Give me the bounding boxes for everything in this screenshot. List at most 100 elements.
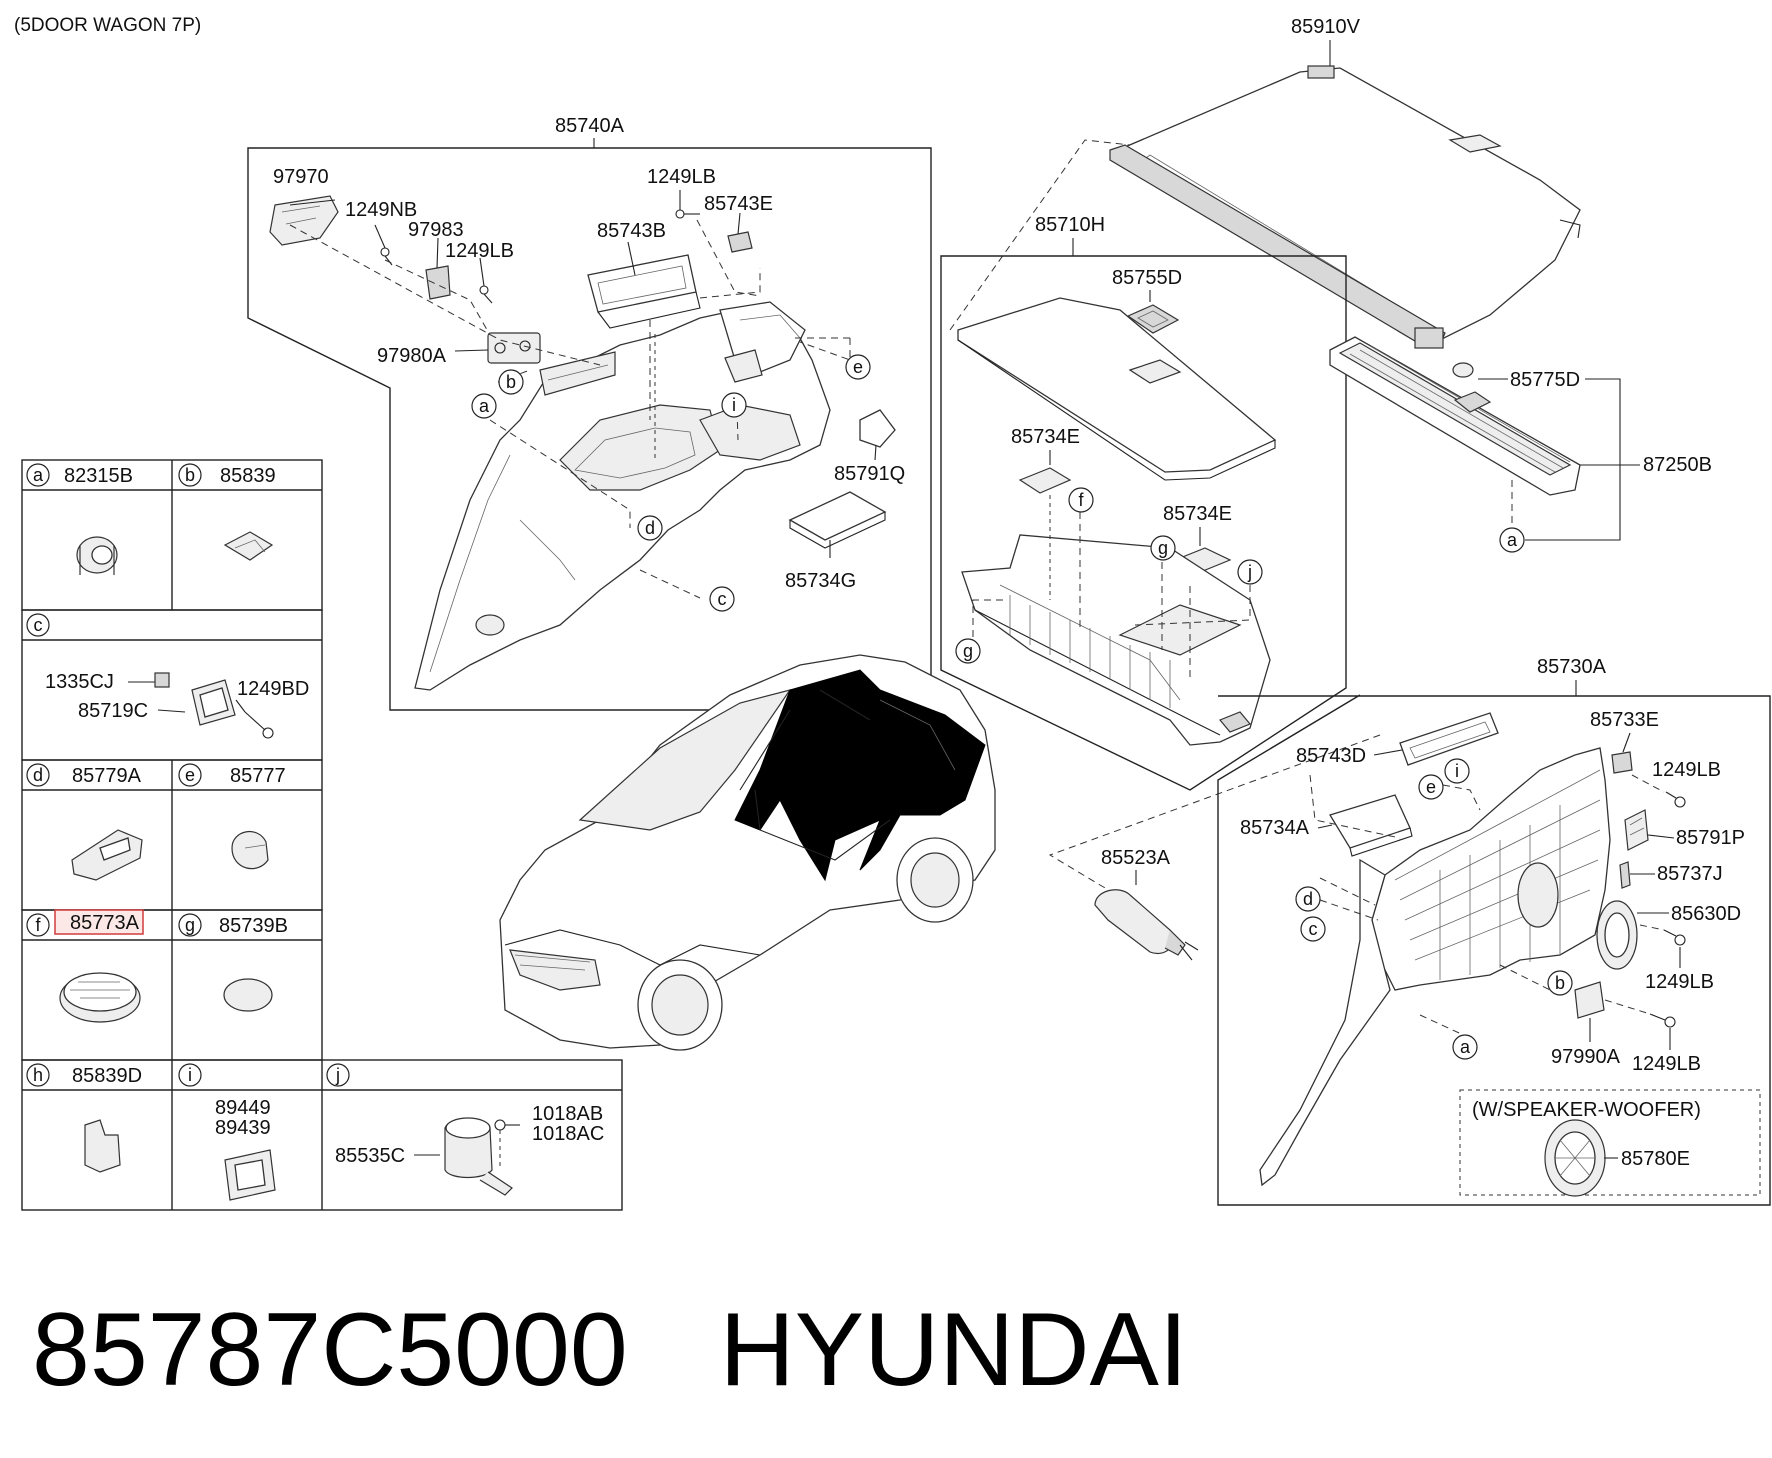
luggage-tray-group: 85710H 85755D 85734E 85734E f g g j bbox=[940, 214, 1347, 791]
part-85791Q[interactable] bbox=[859, 409, 896, 448]
label-85791P: 85791P bbox=[1676, 827, 1745, 849]
legend-code-85739B: 85739B bbox=[219, 915, 288, 937]
legend-code-85777: 85777 bbox=[230, 765, 286, 787]
label-85755D: 85755D bbox=[1112, 267, 1182, 289]
legend-cell-e[interactable]: e 85777 bbox=[178, 763, 286, 870]
svg-text:i: i bbox=[1455, 761, 1459, 781]
svg-text:g: g bbox=[963, 641, 973, 661]
label-85780E: 85780E bbox=[1621, 1148, 1690, 1170]
label-85734G: 85734G bbox=[785, 570, 856, 592]
part-85734E-a[interactable] bbox=[1018, 467, 1072, 494]
label-woofer-option: (W/SPEAKER-WOOFER) bbox=[1472, 1099, 1701, 1121]
legend-cell-i[interactable]: i 89449 89439 bbox=[178, 1063, 276, 1201]
svg-text:j: j bbox=[1247, 562, 1252, 582]
label-97983: 97983 bbox=[408, 219, 464, 241]
group-title-85740A: 85740A bbox=[555, 115, 625, 137]
legend-cell-d[interactable]: d 85779A bbox=[26, 763, 143, 881]
svg-text:d: d bbox=[33, 765, 43, 785]
part-85780E[interactable] bbox=[1544, 1119, 1606, 1197]
legend-cell-a[interactable]: a 82315B bbox=[26, 463, 133, 575]
part-85733E[interactable] bbox=[1611, 751, 1633, 774]
label-85743E: 85743E bbox=[704, 193, 773, 215]
legend-code-82315B: 82315B bbox=[64, 465, 133, 487]
right-trim-frame bbox=[1217, 694, 1771, 1206]
svg-text:a: a bbox=[1507, 530, 1518, 550]
label-85734E-a: 85734E bbox=[1011, 426, 1080, 448]
svg-text:g: g bbox=[1158, 538, 1168, 558]
callout-a-right: a bbox=[1452, 1034, 1478, 1060]
label-87250B: 87250B bbox=[1643, 454, 1712, 476]
callout-g-tray-left: g bbox=[955, 638, 981, 664]
svg-text:b: b bbox=[506, 372, 516, 392]
label-1249LB-a: 1249LB bbox=[445, 240, 514, 262]
svg-text:a: a bbox=[1460, 1037, 1471, 1057]
label-97980A: 97980A bbox=[377, 345, 447, 367]
group-title-85730A: 85730A bbox=[1537, 656, 1607, 678]
luggage-board[interactable] bbox=[957, 297, 1277, 473]
legend-code-85779A: 85779A bbox=[72, 765, 142, 787]
label-1249LB-r1: 1249LB bbox=[1652, 759, 1721, 781]
right-quarter-trim-panel[interactable] bbox=[1371, 747, 1611, 991]
fire-extinguisher[interactable] bbox=[1094, 889, 1174, 954]
part-97990A[interactable] bbox=[1574, 981, 1605, 1019]
svg-text:d: d bbox=[1303, 889, 1313, 909]
left-trim-frame bbox=[247, 147, 932, 711]
highlighted-part-box bbox=[54, 909, 144, 935]
callout-g-tray-right: g bbox=[1150, 535, 1176, 561]
legend-code-85773A: 85773A bbox=[70, 912, 140, 934]
legend-cell-j[interactable]: j 85535C 1018AB 1018AC bbox=[326, 1063, 604, 1196]
extinguisher-group: 85523A bbox=[1048, 734, 1381, 961]
legend-cell-h[interactable]: h 85839D bbox=[26, 1063, 142, 1173]
legend-code-85535C: 85535C bbox=[335, 1145, 405, 1167]
callout-b-left: b bbox=[498, 369, 524, 395]
legend-cell-c[interactable]: c 1335CJ 85719C 1249BD bbox=[26, 613, 309, 739]
legend-cell-g[interactable]: g 85739B bbox=[178, 913, 288, 1012]
label-85734A: 85734A bbox=[1240, 817, 1310, 839]
label-85523A: 85523A bbox=[1101, 847, 1171, 869]
callout-d-left: d bbox=[637, 515, 663, 541]
label-1249LB-r2: 1249LB bbox=[1645, 971, 1714, 993]
svg-text:e: e bbox=[853, 357, 863, 377]
svg-text:f: f bbox=[1078, 490, 1084, 510]
legend-cell-b[interactable]: b 85839 bbox=[178, 463, 276, 561]
callout-c-left: c bbox=[709, 586, 735, 612]
part-85737J[interactable] bbox=[1619, 861, 1631, 889]
label-85737J: 85737J bbox=[1657, 863, 1723, 885]
label-1249NB: 1249NB bbox=[345, 199, 417, 221]
svg-text:i: i bbox=[732, 395, 736, 415]
svg-text:a: a bbox=[33, 465, 44, 485]
right-trim-group: 85730A 85733E 85743D 1249LB 85734A 8579 bbox=[1217, 656, 1771, 1206]
luggage-tray-frame bbox=[940, 255, 1347, 791]
callout-c-right: c bbox=[1300, 916, 1326, 942]
label-85734E-b: 85734E bbox=[1163, 503, 1232, 525]
callout-a-transverse: a bbox=[1499, 527, 1525, 553]
part-97983[interactable] bbox=[425, 265, 451, 300]
woofer-option-box bbox=[1459, 1089, 1761, 1196]
label-85733E: 85733E bbox=[1590, 709, 1659, 731]
callout-e-left: e bbox=[845, 354, 871, 380]
label-97970: 97970 bbox=[273, 166, 329, 188]
legend-cell-f[interactable]: f 85773A bbox=[26, 909, 144, 1023]
part-85734G[interactable] bbox=[788, 491, 887, 541]
part-number: 85787C5000 bbox=[32, 1292, 628, 1408]
cover-group: 85910V bbox=[949, 16, 1581, 349]
luggage-tray[interactable] bbox=[961, 534, 1271, 746]
svg-text:f: f bbox=[35, 915, 41, 935]
part-85791P[interactable] bbox=[1624, 809, 1649, 851]
part-85630D[interactable] bbox=[1596, 900, 1638, 970]
callout-a-left: a bbox=[471, 393, 497, 419]
transverse-trim-group: 85775D 87250B a bbox=[1329, 336, 1712, 553]
label-85791Q: 85791Q bbox=[834, 463, 905, 485]
group-title-85710H: 85710H bbox=[1035, 214, 1105, 236]
part-85734A[interactable] bbox=[1329, 794, 1411, 849]
part-85743E[interactable] bbox=[727, 231, 753, 253]
label-1249LB-b: 1249LB bbox=[647, 166, 716, 188]
callout-e-right: e bbox=[1418, 774, 1444, 800]
label-1249LB-r3: 1249LB bbox=[1632, 1053, 1701, 1075]
part-85755D[interactable] bbox=[1126, 304, 1180, 334]
legend-code-89449: 89449 bbox=[215, 1097, 271, 1119]
callout-f-tray: f bbox=[1068, 487, 1094, 513]
svg-text:c: c bbox=[34, 615, 43, 635]
svg-text:g: g bbox=[185, 915, 195, 935]
